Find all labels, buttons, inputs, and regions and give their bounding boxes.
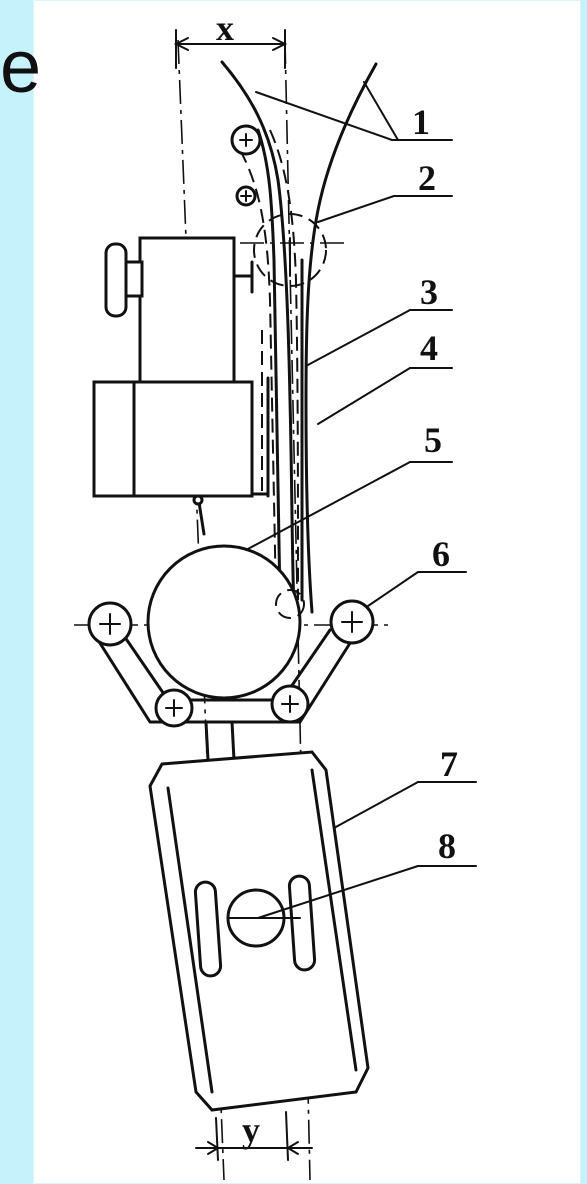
pulley-bottom-right [270, 684, 310, 724]
callout-3: 3 [305, 272, 453, 367]
corner-glyph: e [0, 25, 42, 108]
lower-housing [92, 380, 254, 498]
knob [104, 242, 128, 318]
callout-6: 6 [367, 534, 467, 607]
inner-guide-dashed-2 [269, 129, 299, 601]
main-drum [146, 544, 302, 700]
callout-1: 1 [255, 81, 453, 142]
dimension-x-label: x [216, 8, 234, 48]
drum-dashed-hub [275, 589, 305, 619]
inner-guide-dashed [239, 149, 277, 601]
callout-5: 5 [245, 420, 453, 551]
pulley-right [329, 599, 375, 645]
callout-label-3: 3 [420, 272, 438, 312]
plate-edge-right [310, 768, 358, 1072]
pulley-left [87, 601, 133, 647]
plate-edge-left [166, 786, 214, 1094]
dimension-x: x [173, 8, 288, 69]
pulley-bottom-left [154, 688, 194, 728]
belt-inner [118, 628, 332, 702]
callout-7: 7 [333, 744, 477, 829]
callout-label-6: 6 [432, 534, 450, 574]
callout-8: 8 [257, 826, 477, 919]
shaft-right [230, 720, 236, 762]
spring-pin-head [192, 494, 204, 506]
guide-curve-left [220, 60, 296, 610]
slot-right [287, 874, 317, 972]
callout-label-2: 2 [418, 158, 436, 198]
dashed-roller [253, 213, 327, 287]
belt [96, 638, 354, 724]
top-roller-cross [239, 133, 253, 147]
callout-2: 2 [317, 158, 453, 223]
callout-label-4: 4 [420, 328, 438, 368]
callout-label-5: 5 [424, 420, 442, 460]
upper-housing [138, 236, 236, 386]
guide-curve-right [304, 62, 378, 614]
callout-label-7: 7 [440, 744, 458, 784]
callout-4: 4 [317, 328, 453, 425]
callout-label-8: 8 [438, 826, 456, 866]
inner-guide-left [256, 128, 282, 602]
small-roller-cross [240, 190, 252, 202]
dimension-y-label: y [242, 1110, 260, 1150]
dimension-y: y [195, 1110, 313, 1161]
callout-label-1: 1 [412, 102, 430, 142]
slot-left [193, 880, 223, 978]
shaft-left [204, 720, 210, 762]
